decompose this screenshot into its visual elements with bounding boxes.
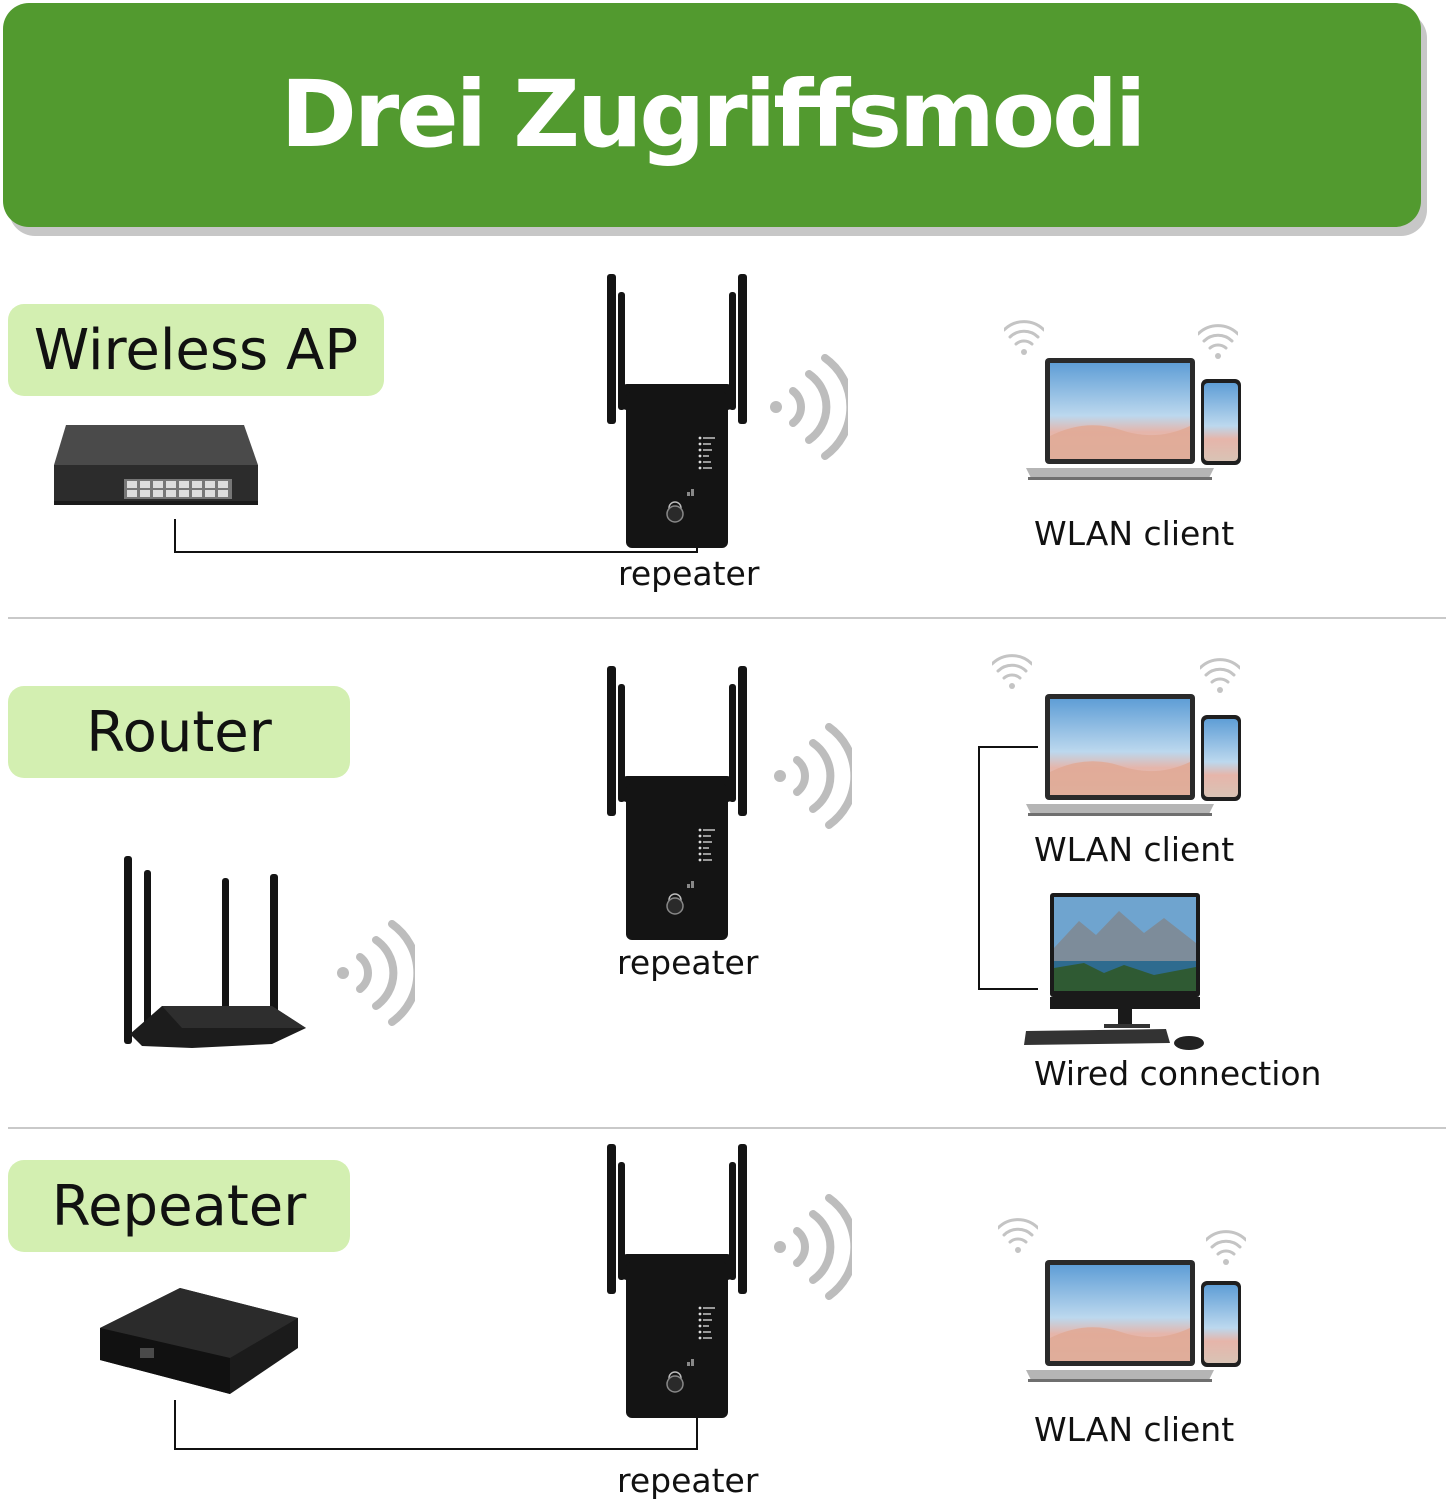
page-title: Drei Zugriffsmodi (280, 61, 1147, 168)
ethernet-cable (174, 1448, 698, 1450)
ethernet-cable (174, 1400, 176, 1450)
wired-connection-caption: Wired connection (1034, 1054, 1322, 1093)
repeater-caption: repeater (618, 554, 760, 593)
title-banner (3, 3, 1421, 227)
wifi-waves-icon (335, 918, 415, 1028)
repeater-caption: repeater (617, 943, 759, 982)
wifi-signal-icon (998, 1218, 1038, 1254)
network-switch-icon (54, 425, 258, 505)
wifi-signal-icon (1004, 320, 1044, 356)
wifi-signal-icon (992, 654, 1032, 690)
wifi-signal-icon (1198, 324, 1238, 360)
section-divider (8, 617, 1446, 619)
section-divider (8, 1127, 1446, 1129)
laptop-phone-icon (1026, 1258, 1241, 1398)
ethernet-cable (978, 988, 1038, 990)
wlan-client-caption: WLAN client (1034, 1410, 1235, 1449)
wifi-router-icon (124, 856, 306, 1048)
wlan-client-caption: WLAN client (1034, 830, 1235, 869)
wifi-waves-icon (768, 352, 848, 462)
repeater-device-icon (607, 266, 747, 551)
mode-label-repeater: Repeater (8, 1160, 350, 1252)
ethernet-cable (978, 746, 980, 990)
wifi-waves-icon (772, 1192, 852, 1302)
wlan-client-caption: WLAN client (1034, 514, 1235, 553)
ethernet-cable (978, 746, 1038, 748)
wifi-waves-icon (772, 721, 852, 831)
ethernet-cable (696, 1406, 698, 1450)
ethernet-cable (174, 519, 176, 553)
laptop-phone-icon (1026, 692, 1241, 832)
desktop-computer-icon (1024, 893, 1214, 1053)
mode-label-router: Router (8, 686, 350, 778)
mode-label-wireless-ap: Wireless AP (8, 304, 384, 396)
laptop-phone-icon (1026, 356, 1241, 496)
ethernet-cable (174, 551, 698, 553)
repeater-device-icon (607, 1136, 747, 1421)
wifi-signal-icon (1200, 658, 1240, 694)
modem-box-icon (100, 1288, 298, 1394)
repeater-device-icon (607, 658, 747, 943)
repeater-caption: repeater (617, 1461, 759, 1500)
